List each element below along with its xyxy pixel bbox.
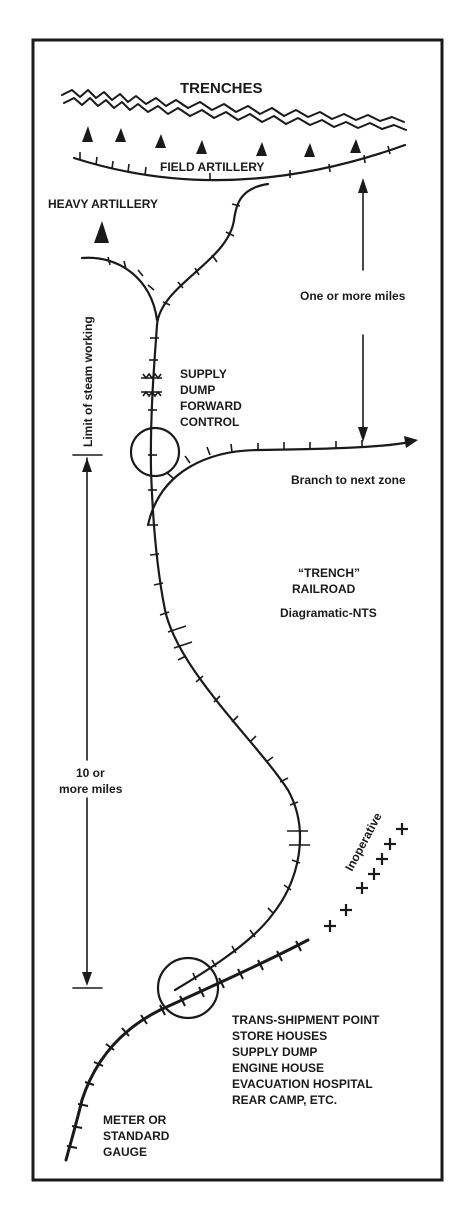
inoperative-track: [324, 823, 408, 932]
inoperative-label: Inoperative: [342, 810, 385, 873]
one-or-more-miles-label: One or more miles: [300, 289, 406, 303]
svg-text:EVACUATION HOSPITAL: EVACUATION HOSPITAL: [232, 1077, 373, 1091]
track-ties: [107, 203, 363, 981]
ten-miles-label-1: 10 or: [76, 766, 105, 780]
arrow-up-icon: [82, 458, 92, 472]
artillery-marker-icon: [196, 140, 207, 154]
svg-text:FORWARD: FORWARD: [180, 399, 242, 413]
arrow-right-icon: [404, 436, 418, 448]
diagramatic-label: Diagramatic-NTS: [280, 606, 377, 620]
trans-shipment-circle: [156, 956, 220, 1020]
field-artillery-markers: [82, 126, 361, 157]
svg-text:SUPPLY: SUPPLY: [180, 367, 227, 381]
standard-gauge-track: [64, 938, 310, 1162]
heavy-artillery-spur: [80, 256, 159, 322]
field-artillery-ties: [79, 145, 391, 181]
ten-mile-dimension: [72, 454, 103, 989]
svg-text:ENGINE HOUSE: ENGINE HOUSE: [232, 1061, 324, 1075]
svg-text:CONTROL: CONTROL: [180, 415, 239, 429]
svg-text:TRANS-SHIPMENT POINT: TRANS-SHIPMENT POINT: [232, 1013, 380, 1027]
arrow-down-icon: [358, 427, 368, 442]
svg-text:GAUGE: GAUGE: [103, 1145, 147, 1159]
artillery-marker-icon: [94, 221, 109, 243]
svg-text:SUPPLY DUMP: SUPPLY DUMP: [232, 1045, 317, 1059]
bridge-marks: [141, 372, 310, 846]
svg-text:DUMP: DUMP: [180, 383, 215, 397]
trench-railroad-label-1: “TRENCH”: [298, 566, 360, 580]
standard-gauge-ties: [66, 940, 302, 1149]
one-mile-dimension: [358, 178, 368, 442]
artillery-marker-icon: [115, 128, 126, 142]
svg-text:REAR CAMP, ETC.: REAR CAMP, ETC.: [232, 1093, 337, 1107]
field-artillery-line: [72, 143, 407, 182]
svg-text:STANDARD: STANDARD: [103, 1129, 170, 1143]
trench-line-upper: [61, 89, 405, 123]
arrow-down-icon: [82, 972, 92, 986]
branch-label: Branch to next zone: [291, 473, 406, 487]
trench-railroad-label-2: RAILROAD: [292, 582, 356, 596]
forward-supply-dump-circle: [129, 426, 181, 478]
limit-steam-label: Limit of steam working: [81, 316, 95, 447]
artillery-marker-icon: [155, 134, 166, 148]
diagram-frame: [31, 38, 444, 1182]
meter-gauge-label: METER OR STANDARD GAUGE: [103, 1113, 170, 1159]
ten-miles-label-2: more miles: [59, 782, 123, 796]
artillery-marker-icon: [304, 143, 315, 157]
svg-text:STORE HOUSES: STORE HOUSES: [232, 1029, 327, 1043]
branch-track: [146, 440, 412, 527]
trench-railroad-track: [149, 182, 301, 992]
trenches-label: TRENCHES: [180, 80, 263, 97]
svg-text:METER OR: METER OR: [103, 1113, 167, 1127]
heavy-artillery-label: HEAVY ARTILLERY: [48, 197, 158, 211]
artillery-marker-icon: [350, 139, 361, 153]
arrow-up-icon: [358, 178, 368, 193]
supply-dump-label: SUPPLY DUMP FORWARD CONTROL: [180, 367, 242, 429]
field-artillery-label: FIELD ARTILLERY: [160, 160, 264, 174]
artillery-marker-icon: [82, 126, 93, 142]
artillery-marker-icon: [256, 142, 267, 156]
trans-shipment-label: TRANS-SHIPMENT POINT STORE HOUSES SUPPLY…: [232, 1013, 380, 1107]
trench-line-lower: [63, 97, 407, 131]
